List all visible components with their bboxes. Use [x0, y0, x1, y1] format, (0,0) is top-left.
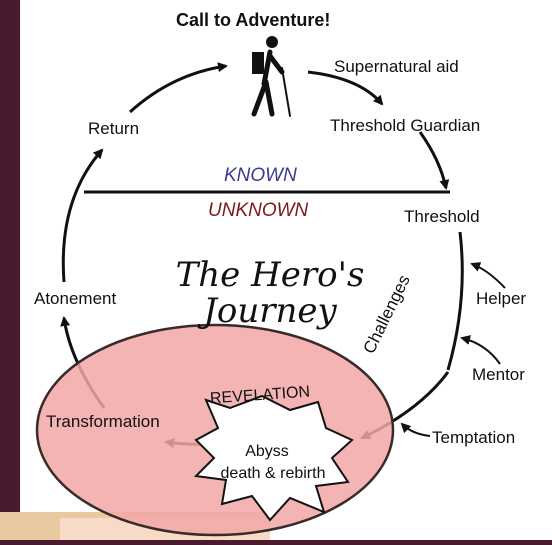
arc-atonement-return [61, 148, 104, 283]
mentor-arrow [460, 335, 501, 365]
title-line-1: The Hero's [175, 255, 365, 295]
title-line-2: Journey [203, 290, 337, 331]
temptation-label: Temptation [432, 428, 516, 447]
abyss-label: Abyss [245, 443, 289, 460]
supernatural-aid-label: Supernatural aid [334, 57, 459, 76]
threshold-label: Threshold [404, 207, 480, 226]
abyss-starburst [193, 394, 354, 522]
arc-top-right [307, 70, 384, 106]
atonement-label: Atonement [34, 289, 117, 308]
arc-return-call [128, 62, 228, 114]
helper-label: Helper [476, 289, 527, 308]
hiker-icon [251, 36, 291, 117]
transformation-label: Transformation [46, 412, 160, 431]
diagram-title: The Hero's Journey [160, 255, 380, 331]
arc-guardian-threshold [418, 131, 450, 190]
known-label: KNOWN [224, 165, 297, 186]
unknown-label: UNKNOWN [208, 200, 309, 221]
temptation-arrow [400, 422, 431, 437]
mentor-label: Mentor [472, 365, 525, 384]
death-rebirth-label: death & rebirth [220, 465, 326, 482]
arc-right-down [446, 231, 464, 371]
return-label: Return [88, 119, 140, 138]
threshold-guardian-label: Threshold Guardian [330, 116, 481, 135]
helper-arrow [470, 262, 506, 289]
call-to-adventure-label: Call to Adventure! [176, 10, 331, 30]
